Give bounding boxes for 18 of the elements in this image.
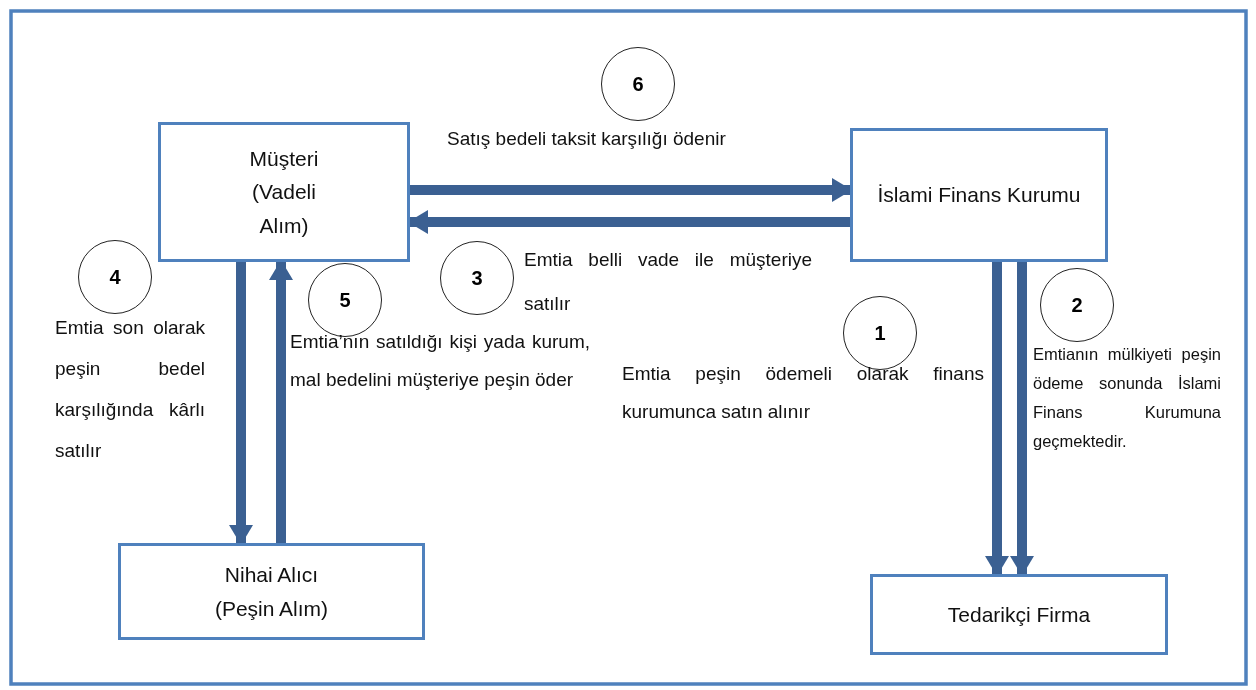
step-number-circle: 2 — [1040, 268, 1114, 342]
step-number-circle: 3 — [440, 241, 514, 315]
step-number-circle: 4 — [78, 240, 152, 314]
process-box: Nihai Alıcı (Peşin Alım) — [118, 543, 425, 640]
step-description: Emtia son olarak peşin bedel karşılığında kârlı satılır — [55, 316, 205, 463]
block-arrow — [269, 260, 293, 543]
process-box: Tedarikçi Firma — [870, 574, 1168, 655]
block-arrow — [410, 178, 852, 202]
block-arrow — [408, 210, 850, 234]
block-arrow — [229, 262, 253, 545]
step-description: Satış bedeli taksit karşılığı ödenir — [447, 127, 727, 151]
block-arrow — [985, 262, 1009, 576]
step-description: Emtianın mülkiyeti peşin ödeme sonunda İslami Finans Kurumuna geçmektedir. — [1033, 344, 1221, 452]
block-arrow — [1010, 262, 1034, 576]
process-box: Müşteri (Vadeli Alım) — [158, 122, 410, 262]
process-box: İslami Finans Kurumu — [850, 128, 1108, 262]
step-description: Emtia belli vade ile müşteriye satılır — [524, 248, 812, 316]
step-number-circle: 6 — [601, 47, 675, 121]
